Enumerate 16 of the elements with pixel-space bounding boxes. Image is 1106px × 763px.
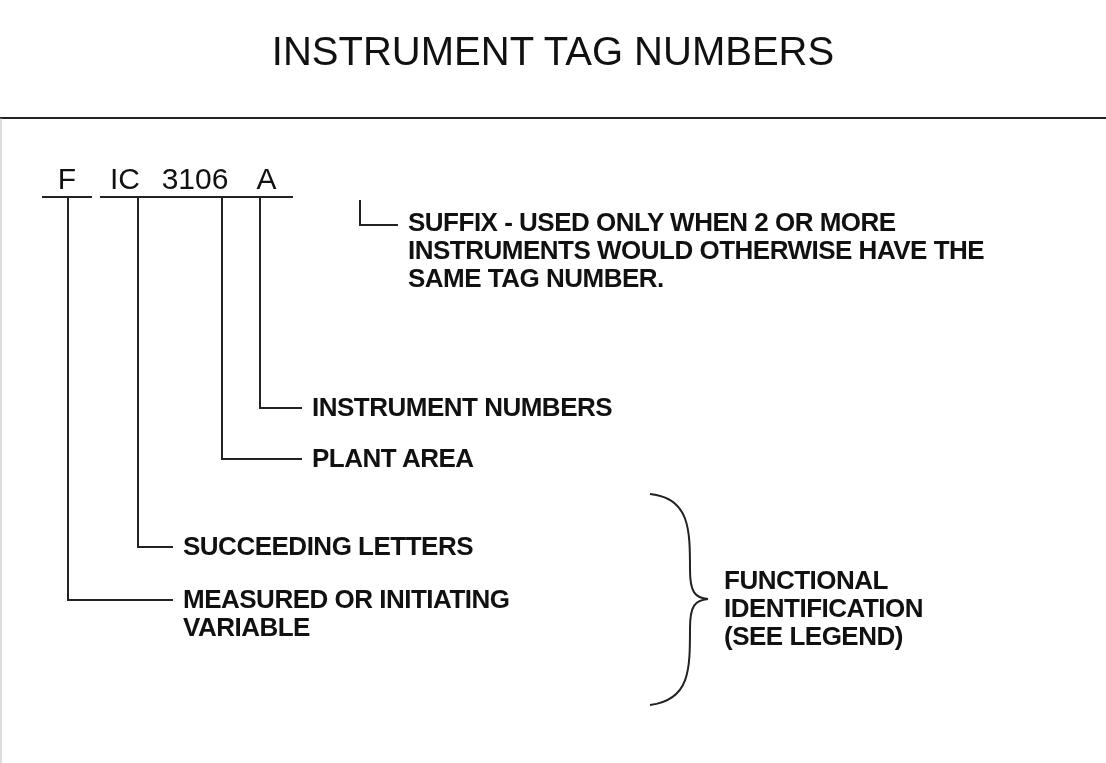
tag-segment: 3106	[150, 162, 240, 198]
leader-line	[221, 197, 303, 460]
leader-line	[359, 199, 399, 226]
description-text: SUFFIX - USED ONLY WHEN 2 OR MORE INSTRUMENTS WOULD OTHERWISE HAVE THE SAME TAG NUMBER.	[408, 208, 1048, 292]
description-text: SUCCEEDING LETTERS	[183, 532, 583, 560]
leader-line	[259, 197, 303, 409]
description-text: MEASURED OR INITIATING VARIABLE	[183, 585, 603, 641]
title: INSTRUMENT TAG NUMBERS	[270, 28, 836, 74]
leader-line	[67, 197, 174, 601]
tag-segment: IC	[100, 162, 150, 198]
description-text: INSTRUMENT NUMBERS	[312, 393, 712, 421]
group-label: FUNCTIONAL IDENTIFICATION (SEE LEGEND)	[724, 566, 925, 650]
tag-segment: F	[42, 162, 92, 198]
tag-segment: A	[240, 162, 293, 198]
description-text: PLANT AREA	[312, 444, 712, 472]
leader-line	[137, 197, 174, 548]
